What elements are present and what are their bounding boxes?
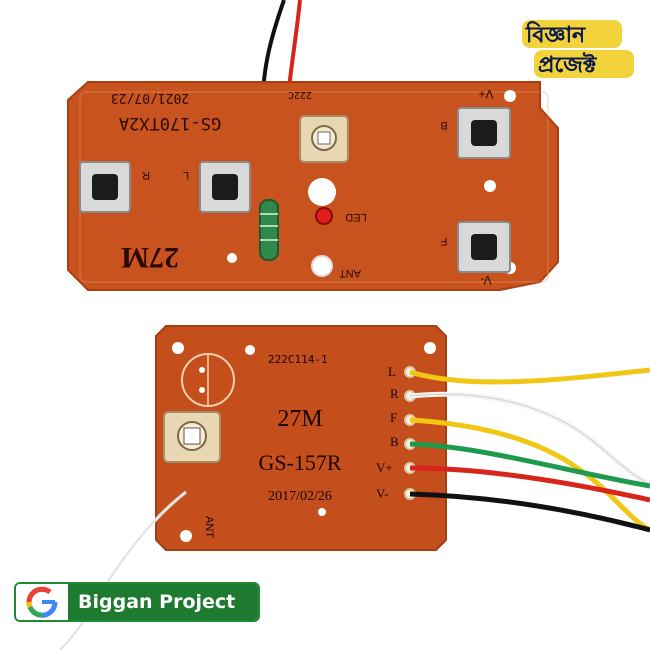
transmitter-hole — [308, 178, 336, 206]
receiver-hole — [245, 345, 255, 355]
receiver-hole — [172, 342, 184, 354]
brand-logo-line2: প্রজেক্ট — [538, 53, 597, 78]
brand-logo-line1: বিজ্ঞান — [526, 23, 586, 48]
transmitter-hole — [504, 90, 516, 102]
brand-badge-text: Biggan Project — [68, 584, 258, 620]
button-f[interactable] — [457, 221, 511, 273]
brand-logo: বিজ্ঞান প্রজেক্ট — [512, 12, 642, 82]
receiver-hole — [180, 530, 192, 542]
receiver-date: 2017/02/26 — [268, 489, 332, 504]
button-r[interactable] — [79, 161, 131, 213]
google-g-icon — [16, 584, 68, 620]
pin-l-label: L — [388, 364, 396, 379]
receiver-hole — [318, 508, 326, 516]
wire-f-yellow — [409, 417, 650, 533]
transmitter-hole — [311, 255, 333, 277]
button-f-label: F — [440, 235, 447, 247]
transmitter-freq: 27M — [121, 241, 179, 274]
pin-r-label: R — [390, 386, 399, 401]
transmitter-model: GS-170TX2A — [119, 113, 221, 133]
receiver-pcb — [155, 325, 447, 551]
receiver-hole — [424, 342, 436, 354]
transmitter-hole — [227, 253, 237, 263]
transmitter-vminus-label: V- — [480, 273, 491, 287]
pin-f-label: F — [390, 410, 397, 425]
receiver-serial: 222C114-1 — [268, 353, 328, 366]
transmitter-led — [315, 207, 333, 225]
transmitter-led-label: LED — [345, 211, 366, 223]
wire-l-yellow — [409, 367, 650, 385]
button-l-label: L — [183, 169, 189, 181]
pin-vminus-label: V- — [376, 486, 389, 501]
button-r-label: R — [142, 169, 150, 181]
wire-vminus-black — [409, 491, 650, 533]
wire-b-green — [409, 441, 650, 489]
pin-vplus-label: V+ — [376, 460, 393, 475]
receiver-board: 222C114-1 27M GS-157R 2017/02/26 ANT L R… — [155, 325, 447, 551]
receiver-freq: 27M — [277, 406, 322, 432]
pin-b-label: B — [390, 434, 399, 449]
transmitter-board: GS-170TX2A 2021/07/23 222C 27M R L — [67, 81, 559, 291]
receiver-model: GS-157R — [258, 450, 341, 475]
transmitter-ant-label: ANT — [339, 267, 361, 279]
wire-vplus-red — [409, 465, 650, 503]
transmitter-inductor — [259, 199, 279, 261]
transmitter-hole — [484, 180, 496, 192]
transmitter-vplus-label: V+ — [478, 87, 493, 101]
button-b[interactable] — [457, 107, 511, 159]
brand-badge: Biggan Project — [14, 582, 260, 622]
button-b-label: B — [440, 119, 447, 131]
transmitter-date: 2021/07/23 — [111, 90, 189, 105]
button-l[interactable] — [199, 161, 251, 213]
receiver-ant-label: ANT — [203, 516, 215, 538]
wire-r-white-outline — [409, 393, 650, 485]
transmitter-serial: 222C — [288, 89, 312, 100]
